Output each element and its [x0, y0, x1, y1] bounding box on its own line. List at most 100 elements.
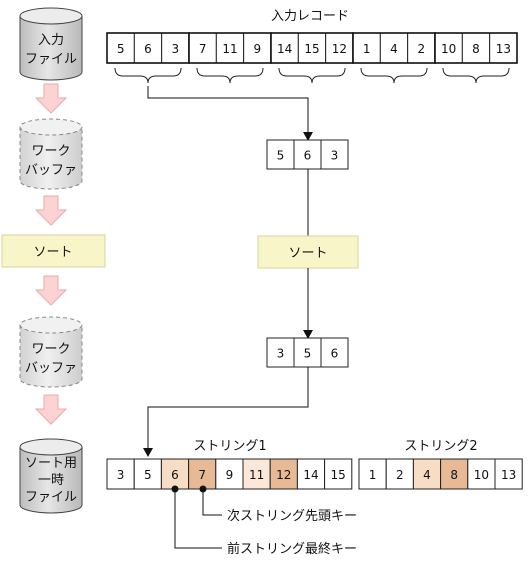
string2-cell-value: 13: [501, 468, 516, 482]
input-record-cell: 5: [106, 32, 135, 64]
input-record-braces: [114, 67, 510, 84]
work-buffer-2-label-2: バッファ: [25, 361, 77, 376]
input-record-cell: 8: [461, 32, 491, 64]
sort-temp-file-cylinder: ソート用 一時 ファイル: [19, 438, 83, 514]
string1-cell: 15: [324, 458, 353, 490]
input-record-cell-value: 6: [144, 42, 152, 56]
input-file-label-1: 入力: [38, 33, 64, 48]
input-record-cell-value: 15: [304, 42, 319, 56]
flow-arrow-3: [34, 275, 68, 306]
string2-cell-value: 1: [369, 468, 377, 482]
string1-cell-value: 15: [331, 468, 346, 482]
string1-cell-value: 3: [117, 468, 125, 482]
connector-to-buffer: [147, 86, 309, 132]
string2-cell-value: 2: [396, 468, 404, 482]
string2-cell: 8: [440, 458, 469, 490]
input-record-cell: 1: [352, 32, 381, 64]
input-record-cell-value: 13: [496, 42, 511, 56]
next-string-first-key-pointer: [199, 485, 222, 516]
flow-arrow-2: [34, 195, 68, 226]
buffer-after-cell-value: 3: [277, 347, 285, 361]
string1-row: 3 5 6 7 9 11 12 14 15: [106, 458, 353, 490]
input-record-cell-value: 5: [117, 42, 125, 56]
string1-cell: 5: [133, 458, 162, 490]
string2-cell: 1: [358, 458, 387, 490]
sort-step-box: ソート: [1, 234, 106, 268]
input-record-cell: 10: [434, 32, 463, 64]
input-record-cell-value: 3: [172, 42, 180, 56]
string2-row: 1 2 4 8 10 13: [358, 458, 523, 490]
buffer-after-cell: 6: [320, 337, 349, 368]
input-record-cell-value: 1: [363, 42, 371, 56]
string1-cell-value: 9: [226, 468, 234, 482]
input-record-cell: 4: [379, 32, 409, 64]
string1-label: ストリング1: [193, 439, 266, 454]
input-record-cell: 13: [489, 32, 518, 64]
input-record-cell: 2: [407, 32, 436, 64]
string2-cell: 2: [385, 458, 414, 490]
input-records-title: 入力レコード: [271, 9, 349, 24]
buffer-after-sort: 3 5 6: [266, 337, 349, 368]
work-buffer-1-cylinder: ワーク バッファ: [19, 118, 83, 190]
work-buffer-1-label-2: バッファ: [25, 163, 77, 178]
work-buffer-2-cylinder: ワーク バッファ: [19, 316, 83, 388]
input-record-brace: [114, 67, 182, 84]
string1-cell-value: 5: [144, 468, 152, 482]
string2-label: ストリング2: [404, 439, 477, 454]
buffer-after-cell: 3: [266, 337, 295, 368]
input-record-cell-value: 4: [390, 42, 398, 56]
input-record-cell: 3: [161, 32, 190, 64]
input-record-cell-value: 7: [199, 42, 207, 56]
string1-cell-value: 6: [171, 468, 179, 482]
string2-cell-value: 4: [423, 468, 431, 482]
input-record-cell: 15: [297, 32, 327, 64]
sort-temp-file-label-2: 一時: [38, 473, 64, 488]
buffer-before-cell: 6: [293, 139, 322, 170]
sort-temp-file-label-3: ファイル: [25, 490, 77, 505]
connector-to-buffer-arrowhead: [303, 132, 313, 141]
string1-cell-value: 11: [249, 468, 264, 482]
string1-cell: 7: [188, 458, 217, 490]
string1-cell-value: 7: [198, 468, 206, 482]
buffer-before-cell: 3: [320, 139, 349, 170]
string1-cell-value: 14: [303, 468, 318, 482]
input-record-brace: [360, 67, 428, 84]
input-record-brace: [278, 67, 346, 84]
connector-to-string1: [147, 367, 309, 448]
input-record-cell: 14: [270, 32, 299, 64]
string2-cell: 10: [467, 458, 496, 490]
sort-step-label: ソート: [33, 245, 72, 260]
flow-arrow-4: [34, 394, 68, 425]
input-record-group-outline: [434, 32, 518, 64]
buffer-after-cell-value: 5: [304, 347, 312, 361]
flow-arrow-1: [34, 83, 68, 114]
input-record-cell: 9: [243, 32, 272, 64]
buffer-after-cell: 5: [293, 337, 322, 368]
connector-sort-to-buffer-arrowhead: [303, 330, 313, 339]
input-record-brace: [442, 67, 510, 84]
input-record-brace: [196, 67, 264, 84]
string2-cell-value: 8: [450, 468, 458, 482]
work-buffer-2-label-1: ワーク: [31, 342, 70, 357]
string1-cell: 12: [269, 458, 298, 490]
sort-box-center: ソート: [257, 235, 359, 269]
buffer-after-cell-value: 6: [331, 347, 339, 361]
input-record-cell-value: 10: [441, 42, 456, 56]
sort-box-center-label: ソート: [288, 246, 327, 261]
string1-cell: 6: [160, 458, 190, 490]
input-file-label-2: ファイル: [25, 52, 77, 67]
input-record-cell: 11: [215, 32, 245, 64]
input-record-cell: 6: [133, 32, 163, 64]
input-record-cell: 12: [325, 32, 354, 64]
input-record-cell: 7: [188, 32, 217, 64]
input-record-cell-value: 8: [472, 42, 480, 56]
connector-to-string1-arrowhead: [143, 448, 153, 457]
buffer-before-cell-value: 6: [304, 149, 312, 163]
string1-cell-value: 12: [276, 468, 291, 482]
input-record-cell-value: 14: [277, 42, 292, 56]
input-record-cell-value: 9: [254, 42, 262, 56]
string1-cell: 9: [215, 458, 244, 490]
